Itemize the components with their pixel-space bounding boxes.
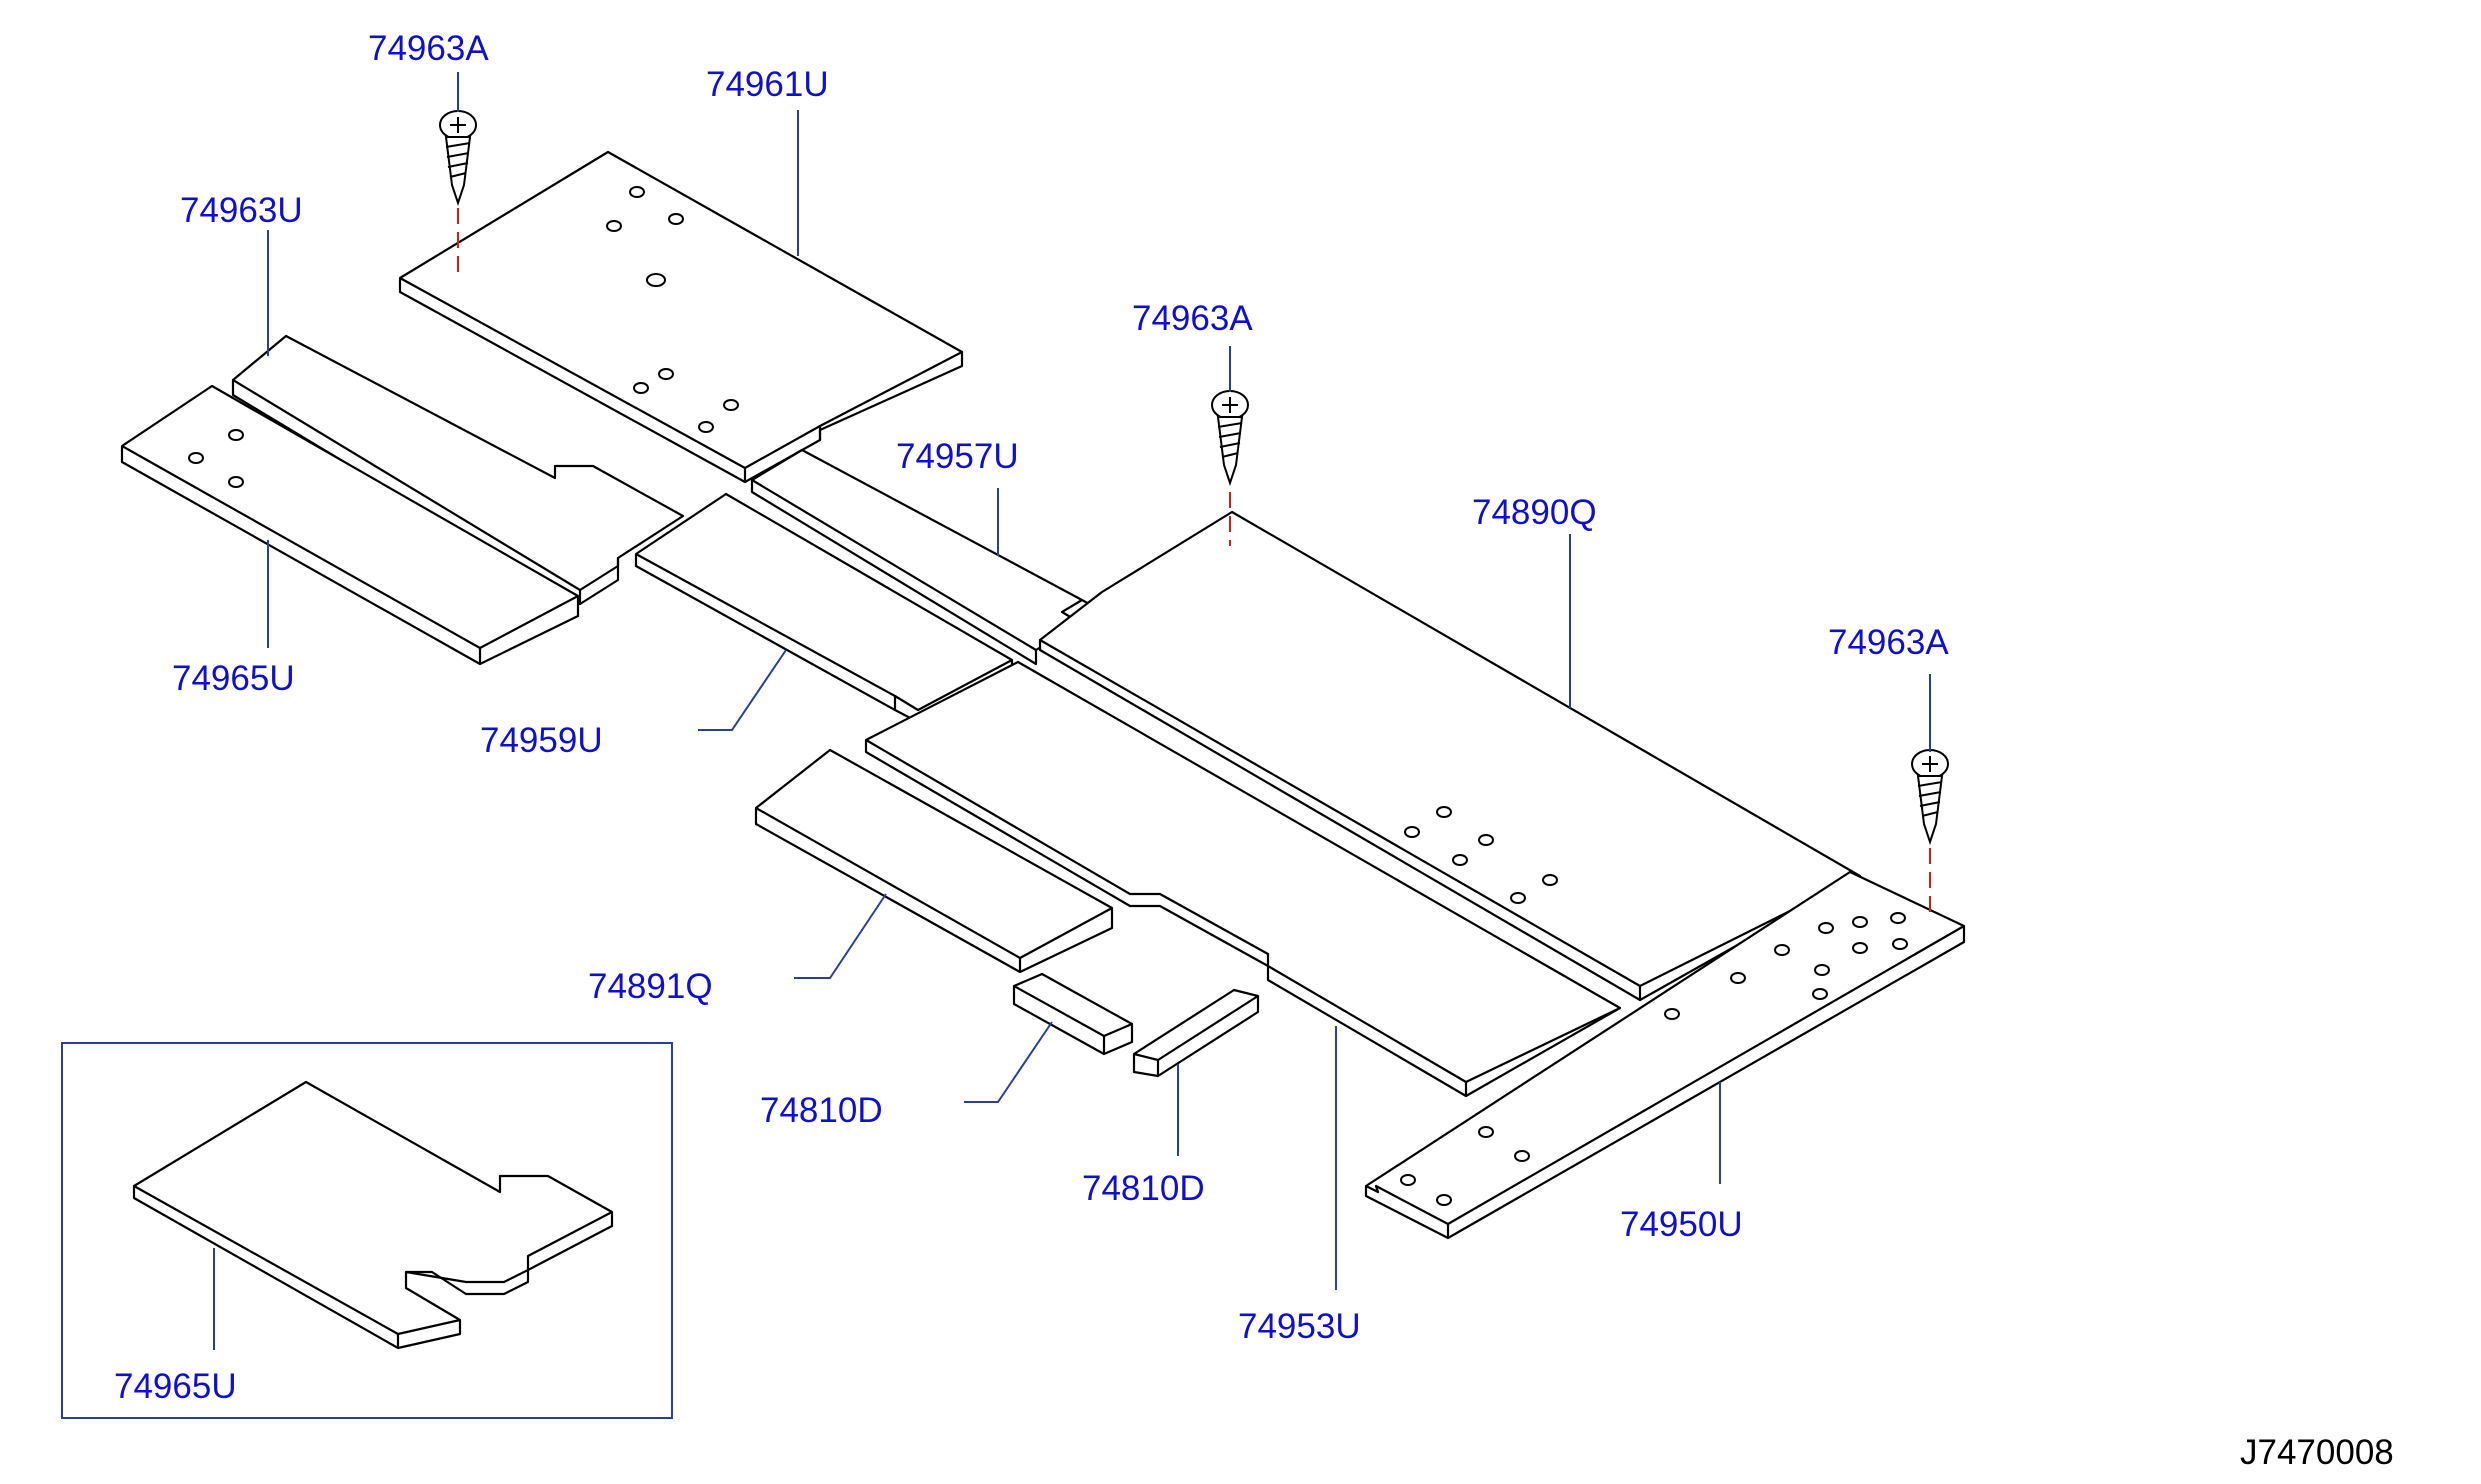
- install-axes: [457, 208, 1931, 914]
- label-74810D-left: 74810D: [760, 1091, 883, 1130]
- label-74890Q: 74890Q: [1472, 493, 1597, 532]
- diagram-reference-number: J7470008: [2240, 1433, 2394, 1472]
- label-74963U: 74963U: [180, 191, 303, 230]
- panel-74953U: [864, 660, 1622, 1098]
- panel-74950U-holes: [1400, 912, 1908, 1206]
- label-74963A-top-left: 74963A: [368, 29, 489, 68]
- block-74810D-right: [1132, 988, 1260, 1078]
- block-74810D-left: [1012, 972, 1134, 1056]
- label-74965U: 74965U: [172, 659, 295, 698]
- inset-frame: [61, 1042, 673, 1419]
- callout-labels: 74963A 74961U 74963U 74965U 74957U 74959…: [114, 29, 1949, 1406]
- leader-lines: [213, 72, 1931, 1350]
- label-74963A-center: 74963A: [1132, 299, 1253, 338]
- panel-74890Q-holes: [1404, 806, 1558, 904]
- screw-icon-top-left: [439, 110, 477, 207]
- label-74961U: 74961U: [706, 65, 829, 104]
- screw-icon-center: [1211, 390, 1249, 487]
- label-74959U: 74959U: [480, 721, 603, 760]
- label-inset-74965U: 74965U: [114, 1367, 237, 1406]
- label-74963A-right: 74963A: [1828, 623, 1949, 662]
- panel-74965U-holes: [188, 429, 244, 488]
- screw-icon-right: [1911, 749, 1949, 846]
- label-74953U: 74953U: [1238, 1307, 1361, 1346]
- label-74957U: 74957U: [896, 437, 1019, 476]
- panel-74950U: [1364, 870, 1966, 1240]
- label-74950U: 74950U: [1620, 1205, 1743, 1244]
- panel-74965U: [120, 384, 580, 666]
- label-74891Q: 74891Q: [588, 967, 713, 1006]
- panel-74961U-holes: [606, 186, 739, 433]
- panel-74961U: [398, 150, 964, 484]
- label-74810D-right: 74810D: [1082, 1169, 1205, 1208]
- inset-panel-74965U: [132, 1080, 614, 1350]
- panel-74891Q: [754, 748, 1114, 974]
